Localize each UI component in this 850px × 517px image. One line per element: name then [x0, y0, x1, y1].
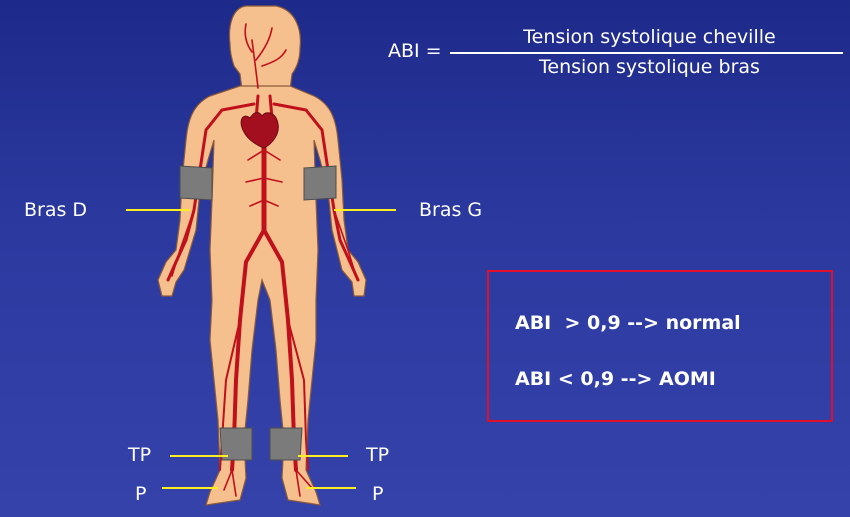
label-bras-g: Bras G: [419, 201, 482, 220]
label-tp-left: TP: [128, 446, 151, 465]
cuff-right-arm: [180, 166, 212, 200]
label-tp-right: TP: [366, 446, 389, 465]
label-bras-d: Bras D: [24, 201, 87, 220]
cuff-left-arm: [304, 166, 336, 200]
abi-formula: ABI = Tension systolique cheville Tensio…: [388, 24, 843, 84]
cuff-left-ankle: [270, 428, 302, 460]
formula-numerator: Tension systolique cheville: [456, 26, 843, 48]
label-p-right: P: [372, 485, 383, 504]
label-p-left: P: [135, 485, 146, 504]
skin-silhouette: [158, 6, 366, 505]
formula-denominator: Tension systolique bras: [456, 56, 843, 78]
rule-aomi: ABI < 0,9 --> AOMI: [515, 368, 716, 390]
fraction-bar: [450, 52, 843, 54]
rule-normal: ABI > 0,9 --> normal: [515, 312, 741, 334]
interpretation-box: ABI > 0,9 --> normal ABI < 0,9 --> AOMI: [487, 270, 833, 422]
formula-lhs: ABI =: [388, 40, 442, 62]
